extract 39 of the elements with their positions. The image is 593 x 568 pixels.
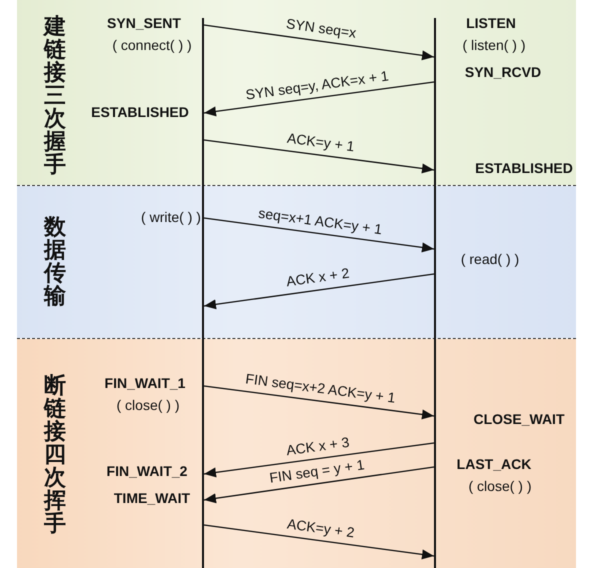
edge-label: FIN seq = y + 1 bbox=[268, 456, 366, 486]
state-label: ESTABLISHED bbox=[91, 104, 189, 120]
state-label: SYN_RCVD bbox=[464, 64, 542, 80]
edge-label: FIN seq=x+2 ACK=y + 1 bbox=[244, 370, 397, 406]
edge-label: ACK=y + 1 bbox=[286, 130, 356, 154]
state-label: FIN_WAIT_2 bbox=[106, 463, 188, 479]
call-label: ( close( ) ) bbox=[116, 397, 180, 413]
edge-label: ACK=y + 2 bbox=[286, 515, 356, 540]
message-arrow bbox=[204, 273, 434, 310]
state-label: CLOSE_WAIT bbox=[474, 411, 564, 427]
state-label: FIN_WAIT_1 bbox=[104, 375, 186, 391]
message-arrow bbox=[204, 24, 434, 60]
call-label: ( listen( ) ) bbox=[462, 37, 526, 53]
state-label: SYN_SENT bbox=[107, 15, 181, 31]
call-label: ( write( ) ) bbox=[141, 209, 201, 225]
edge-label: SYN seq=y, ACK=x + 1 bbox=[244, 67, 390, 102]
edge-label: SYN seq=x bbox=[285, 15, 357, 41]
call-label: ( connect( ) ) bbox=[112, 37, 192, 53]
message-arrow bbox=[204, 217, 434, 252]
phase-heading: 断链接四次挥手 bbox=[43, 374, 67, 536]
message-arrow bbox=[204, 466, 434, 504]
lifeline bbox=[434, 18, 436, 568]
message-arrow bbox=[204, 442, 434, 478]
call-label: ( read( ) ) bbox=[460, 251, 520, 267]
message-arrow bbox=[204, 385, 434, 420]
call-label: ( close( ) ) bbox=[468, 478, 532, 494]
message-arrow bbox=[204, 81, 434, 116]
message-arrow bbox=[204, 524, 434, 560]
edge-label: seq=x+1 ACK=y + 1 bbox=[258, 204, 384, 237]
phase-heading: 数据传输 bbox=[43, 216, 67, 308]
phase-heading: 建链接三次握手 bbox=[43, 16, 67, 176]
state-label: ESTABLISHED bbox=[475, 160, 573, 176]
state-label: TIME_WAIT bbox=[114, 490, 190, 506]
edge-label: ACK x + 3 bbox=[284, 433, 350, 458]
lifeline bbox=[202, 18, 204, 568]
state-label: LAST_ACK bbox=[456, 456, 532, 472]
message-arrow bbox=[204, 139, 434, 174]
edge-label: ACK x + 2 bbox=[284, 264, 350, 290]
state-label: LISTEN bbox=[466, 15, 516, 31]
